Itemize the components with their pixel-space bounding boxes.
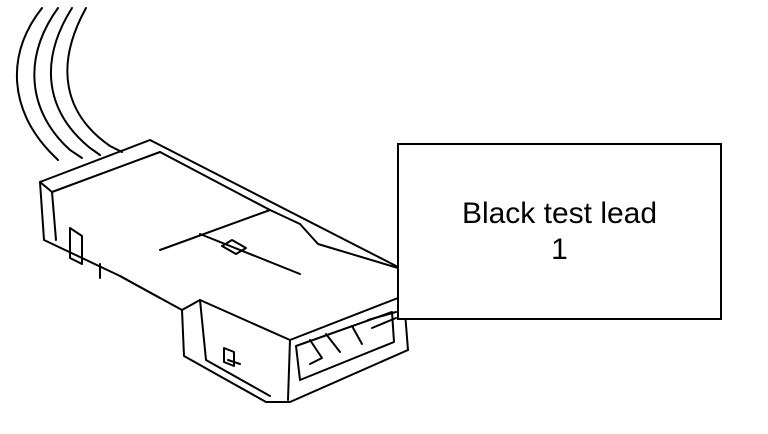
latch-window bbox=[221, 239, 247, 255]
side-notch bbox=[69, 227, 83, 265]
wire-2 bbox=[33, 7, 83, 159]
mating-nose bbox=[181, 297, 399, 341]
callout-label: Black test lead bbox=[461, 196, 658, 230]
terminal-tab bbox=[223, 347, 235, 367]
callout-box: Black test lead 1 bbox=[397, 143, 722, 320]
terminal-opening bbox=[295, 311, 395, 381]
wire-4 bbox=[66, 7, 123, 153]
housing-side-face bbox=[39, 181, 183, 311]
housing-top-face bbox=[39, 139, 401, 301]
callout-number: 1 bbox=[551, 232, 568, 266]
wire-bundle bbox=[16, 7, 123, 161]
wire-3 bbox=[49, 7, 101, 156]
wire-1 bbox=[16, 7, 59, 161]
connector-housing bbox=[39, 139, 409, 403]
